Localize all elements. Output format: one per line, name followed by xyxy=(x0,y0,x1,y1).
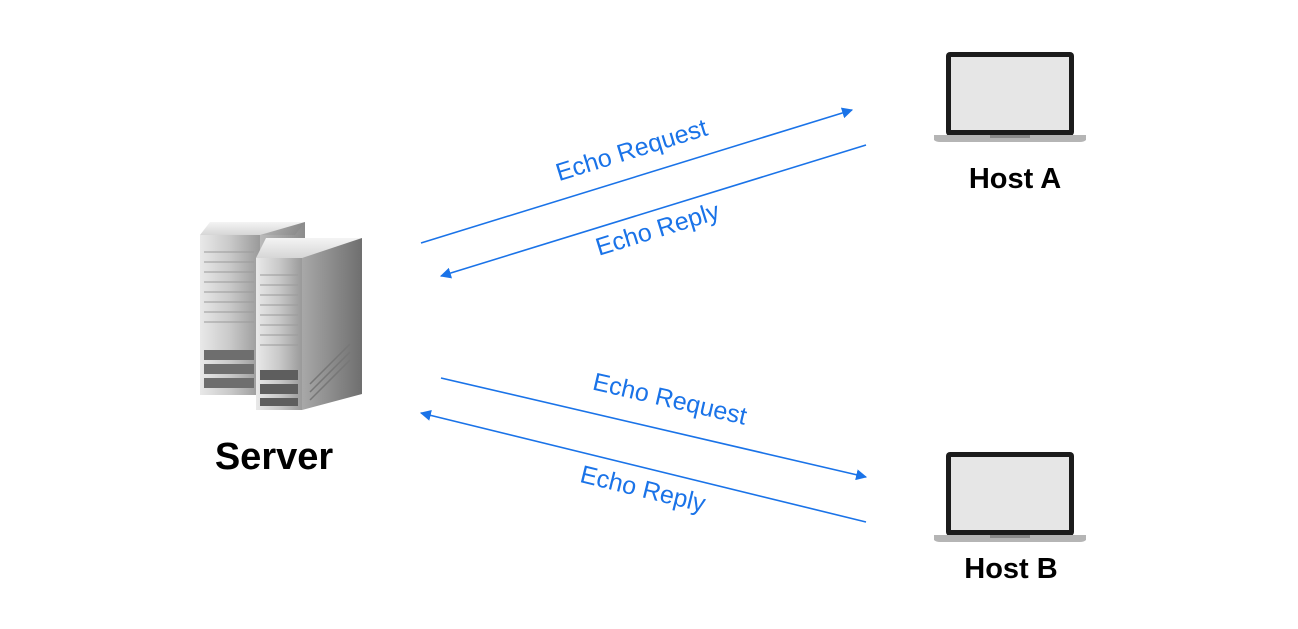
message-label-echo-reply-a: Echo Reply xyxy=(592,197,723,262)
echo-reply-arrow-host-b xyxy=(419,410,867,523)
message-label-echo-reply-b: Echo Reply xyxy=(577,460,708,518)
echo-request-arrow-host-b xyxy=(440,377,868,481)
server-tower-front xyxy=(256,238,362,410)
echo-reply-arrow-host-a xyxy=(439,144,867,279)
echo-request-arrow-host-a xyxy=(420,107,854,244)
server-label: Server xyxy=(214,436,334,478)
laptop-icon xyxy=(934,452,1086,542)
message-label-echo-request-a: Echo Request xyxy=(552,114,710,187)
server-tower-icon xyxy=(200,222,362,410)
message-label-echo-request-b: Echo Request xyxy=(590,368,749,431)
message-arrows: Echo Request Echo Reply Echo Request Ech… xyxy=(419,107,868,523)
host-b-label: Host B xyxy=(964,553,1058,585)
host-a-label: Host A xyxy=(968,163,1062,195)
laptop-icon xyxy=(934,52,1086,142)
